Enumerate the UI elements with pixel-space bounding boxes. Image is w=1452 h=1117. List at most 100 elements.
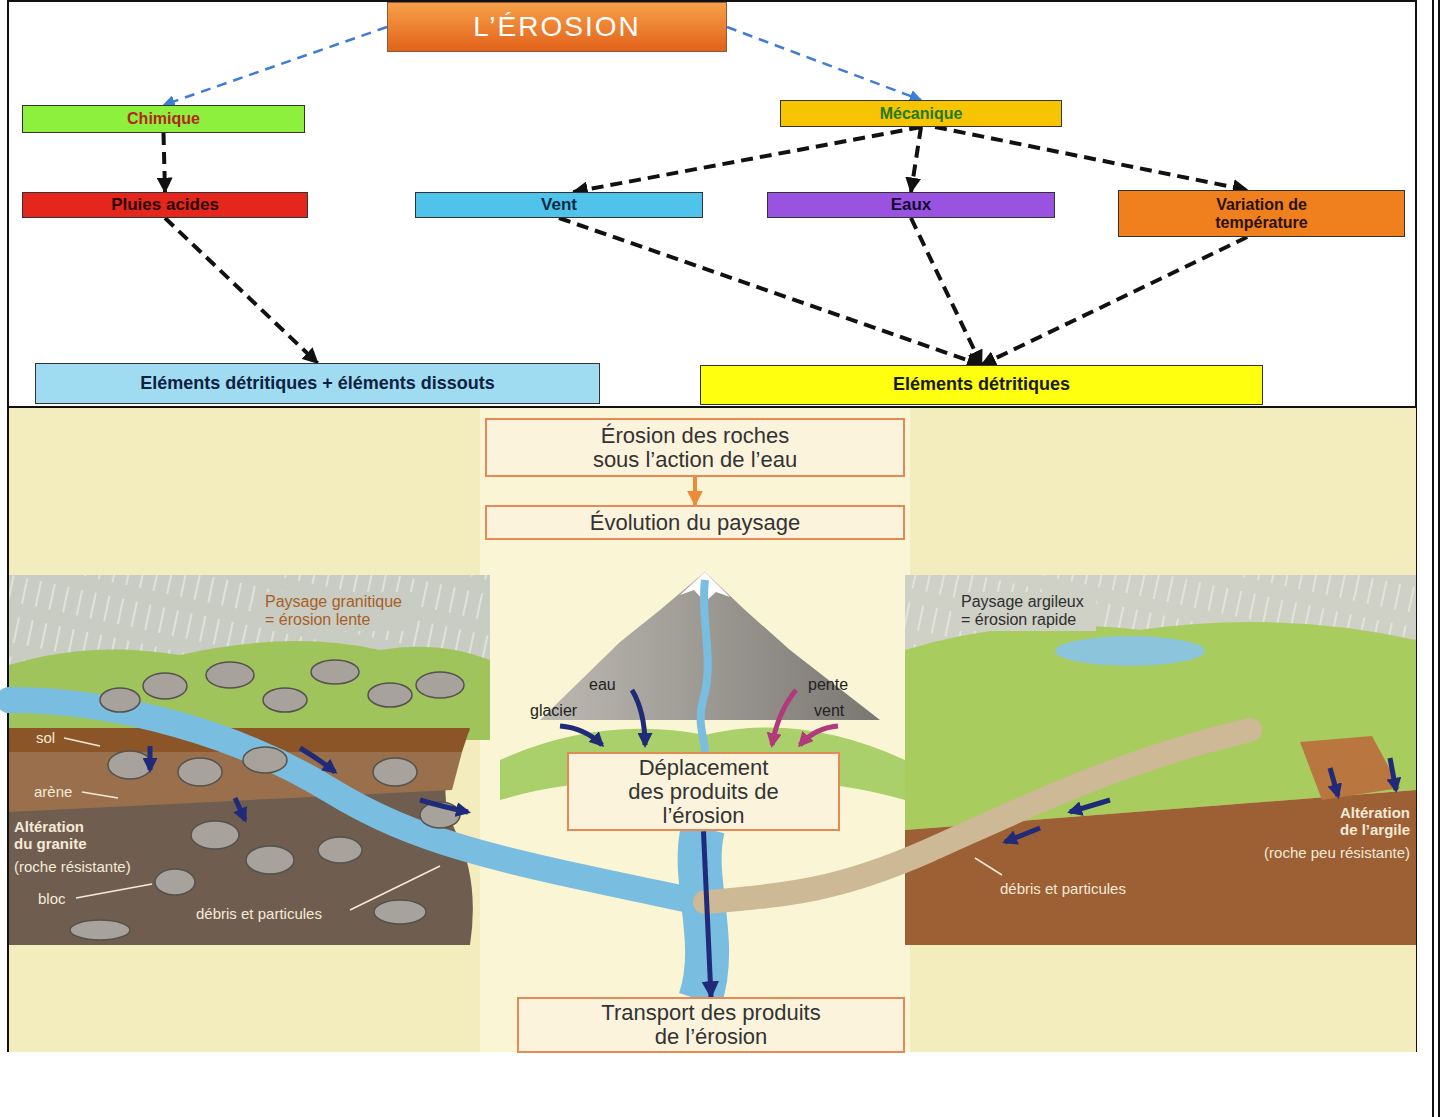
connector-arrow — [559, 218, 982, 365]
boulder — [311, 660, 359, 684]
result-box: Eléments détritiques — [700, 365, 1263, 405]
boulder — [373, 758, 417, 786]
boulder — [108, 751, 152, 779]
connector-arrow — [693, 477, 697, 505]
layer-label: arène — [34, 783, 72, 800]
connector-arrow — [573, 127, 921, 192]
connector-arrow — [704, 831, 712, 997]
process-box: Transport des produits de l’érosion — [517, 997, 905, 1053]
agent-box: Variation de température — [1118, 190, 1405, 237]
boulders — [70, 660, 464, 940]
grass — [9, 641, 490, 740]
box-text: Transport des produits de l’érosion — [591, 1001, 831, 1049]
connector-arrow — [911, 127, 921, 192]
boulder — [368, 683, 412, 707]
connector-arrow — [164, 133, 166, 192]
flow-arrows — [150, 690, 1396, 842]
flow-arrow — [148, 746, 153, 770]
boulder — [374, 900, 426, 924]
part-label: débris et particules — [1000, 880, 1126, 897]
connector-arrow — [935, 127, 1247, 190]
connector-arrow — [165, 218, 318, 363]
box-text: Eléments détritiques + éléments dissouts — [140, 374, 495, 393]
layer-label: sol — [36, 729, 55, 746]
flow-arrow — [300, 748, 335, 772]
agent-box: Vent — [415, 192, 703, 218]
rock-note: (roche résistante) — [14, 858, 131, 875]
boulder — [178, 758, 222, 786]
box-text: Mécanique — [880, 105, 963, 122]
box-text: Évolution du paysage — [590, 511, 800, 535]
boulder — [246, 846, 294, 874]
connector-arrow — [727, 27, 921, 100]
frame — [8, 0, 1439, 1117]
landscape-caption: Paysage granitique = érosion lente — [262, 592, 413, 631]
leader-line — [82, 792, 118, 798]
boulder — [70, 920, 130, 940]
frame-line — [7, 0, 9, 1052]
river — [701, 580, 708, 760]
category-box: Chimique — [22, 105, 305, 133]
boulder — [243, 747, 287, 773]
box-text: Pluies acides — [111, 196, 219, 214]
agent-arrow — [560, 726, 602, 745]
category-box: Mécanique — [780, 100, 1062, 127]
box-text: Chimique — [127, 110, 200, 127]
box-text: L’ÉROSION — [473, 12, 640, 42]
leader-line — [64, 738, 100, 746]
leader-line — [975, 858, 1002, 875]
connector-arrow — [911, 218, 982, 365]
process-box: Déplacement des produits de l’érosion — [567, 752, 840, 831]
connector-arrow — [164, 27, 388, 105]
flow-arrow — [420, 800, 468, 812]
center-ground — [480, 408, 910, 1052]
boulder — [416, 672, 464, 698]
box-text: Eaux — [891, 196, 932, 214]
leader-lines — [64, 738, 1002, 910]
box-text: Variation de température — [1187, 196, 1337, 231]
boulder — [155, 869, 195, 895]
box-text: Vent — [541, 196, 577, 214]
illustration-ground — [9, 408, 1416, 1052]
agent-label: eau — [589, 676, 616, 694]
boulder — [206, 662, 254, 688]
boulder — [100, 688, 140, 712]
lake — [1055, 636, 1205, 666]
process-box: Évolution du paysage — [485, 505, 905, 540]
process-label: Altération du granite — [14, 818, 99, 853]
connector-arrow — [982, 237, 1248, 365]
process-label: Altération de l’argile — [1325, 804, 1410, 839]
frame-line — [1432, 0, 1434, 1117]
rock-note: (roche peu résistante) — [1264, 844, 1410, 861]
clay-layer — [905, 790, 1416, 945]
flow-arrow — [1390, 758, 1396, 790]
agent-arrow — [800, 726, 838, 745]
box-text: Déplacement des produits de l’érosion — [621, 756, 786, 827]
agent-box: Pluies acides — [22, 192, 308, 218]
agent-arrow — [632, 690, 645, 745]
agent-label: glacier — [530, 702, 577, 720]
agent-label: pente — [808, 676, 848, 694]
leader-line — [76, 884, 152, 898]
agent-box: Eaux — [767, 192, 1055, 218]
boulder — [318, 837, 362, 863]
flow-arrow — [1330, 768, 1338, 796]
box-text: Érosion des roches sous l’action de l’ea… — [580, 424, 810, 472]
boulder — [263, 688, 307, 712]
flow-arrow — [1070, 800, 1110, 812]
boulder — [191, 821, 239, 849]
boulder — [143, 673, 187, 699]
frame-line — [1438, 0, 1440, 1117]
agent-arrow — [772, 690, 796, 745]
flow-arrow — [235, 798, 245, 820]
landscape-caption: Paysage argileux = érosion rapide — [958, 592, 1096, 631]
box-text: Eléments détritiques — [893, 375, 1070, 394]
flow-arrow — [1005, 828, 1040, 842]
part-label: bloc — [38, 890, 66, 907]
slump — [1300, 736, 1400, 800]
result-box: Eléments détritiques + éléments dissouts — [35, 363, 600, 404]
leader-line — [350, 866, 440, 910]
